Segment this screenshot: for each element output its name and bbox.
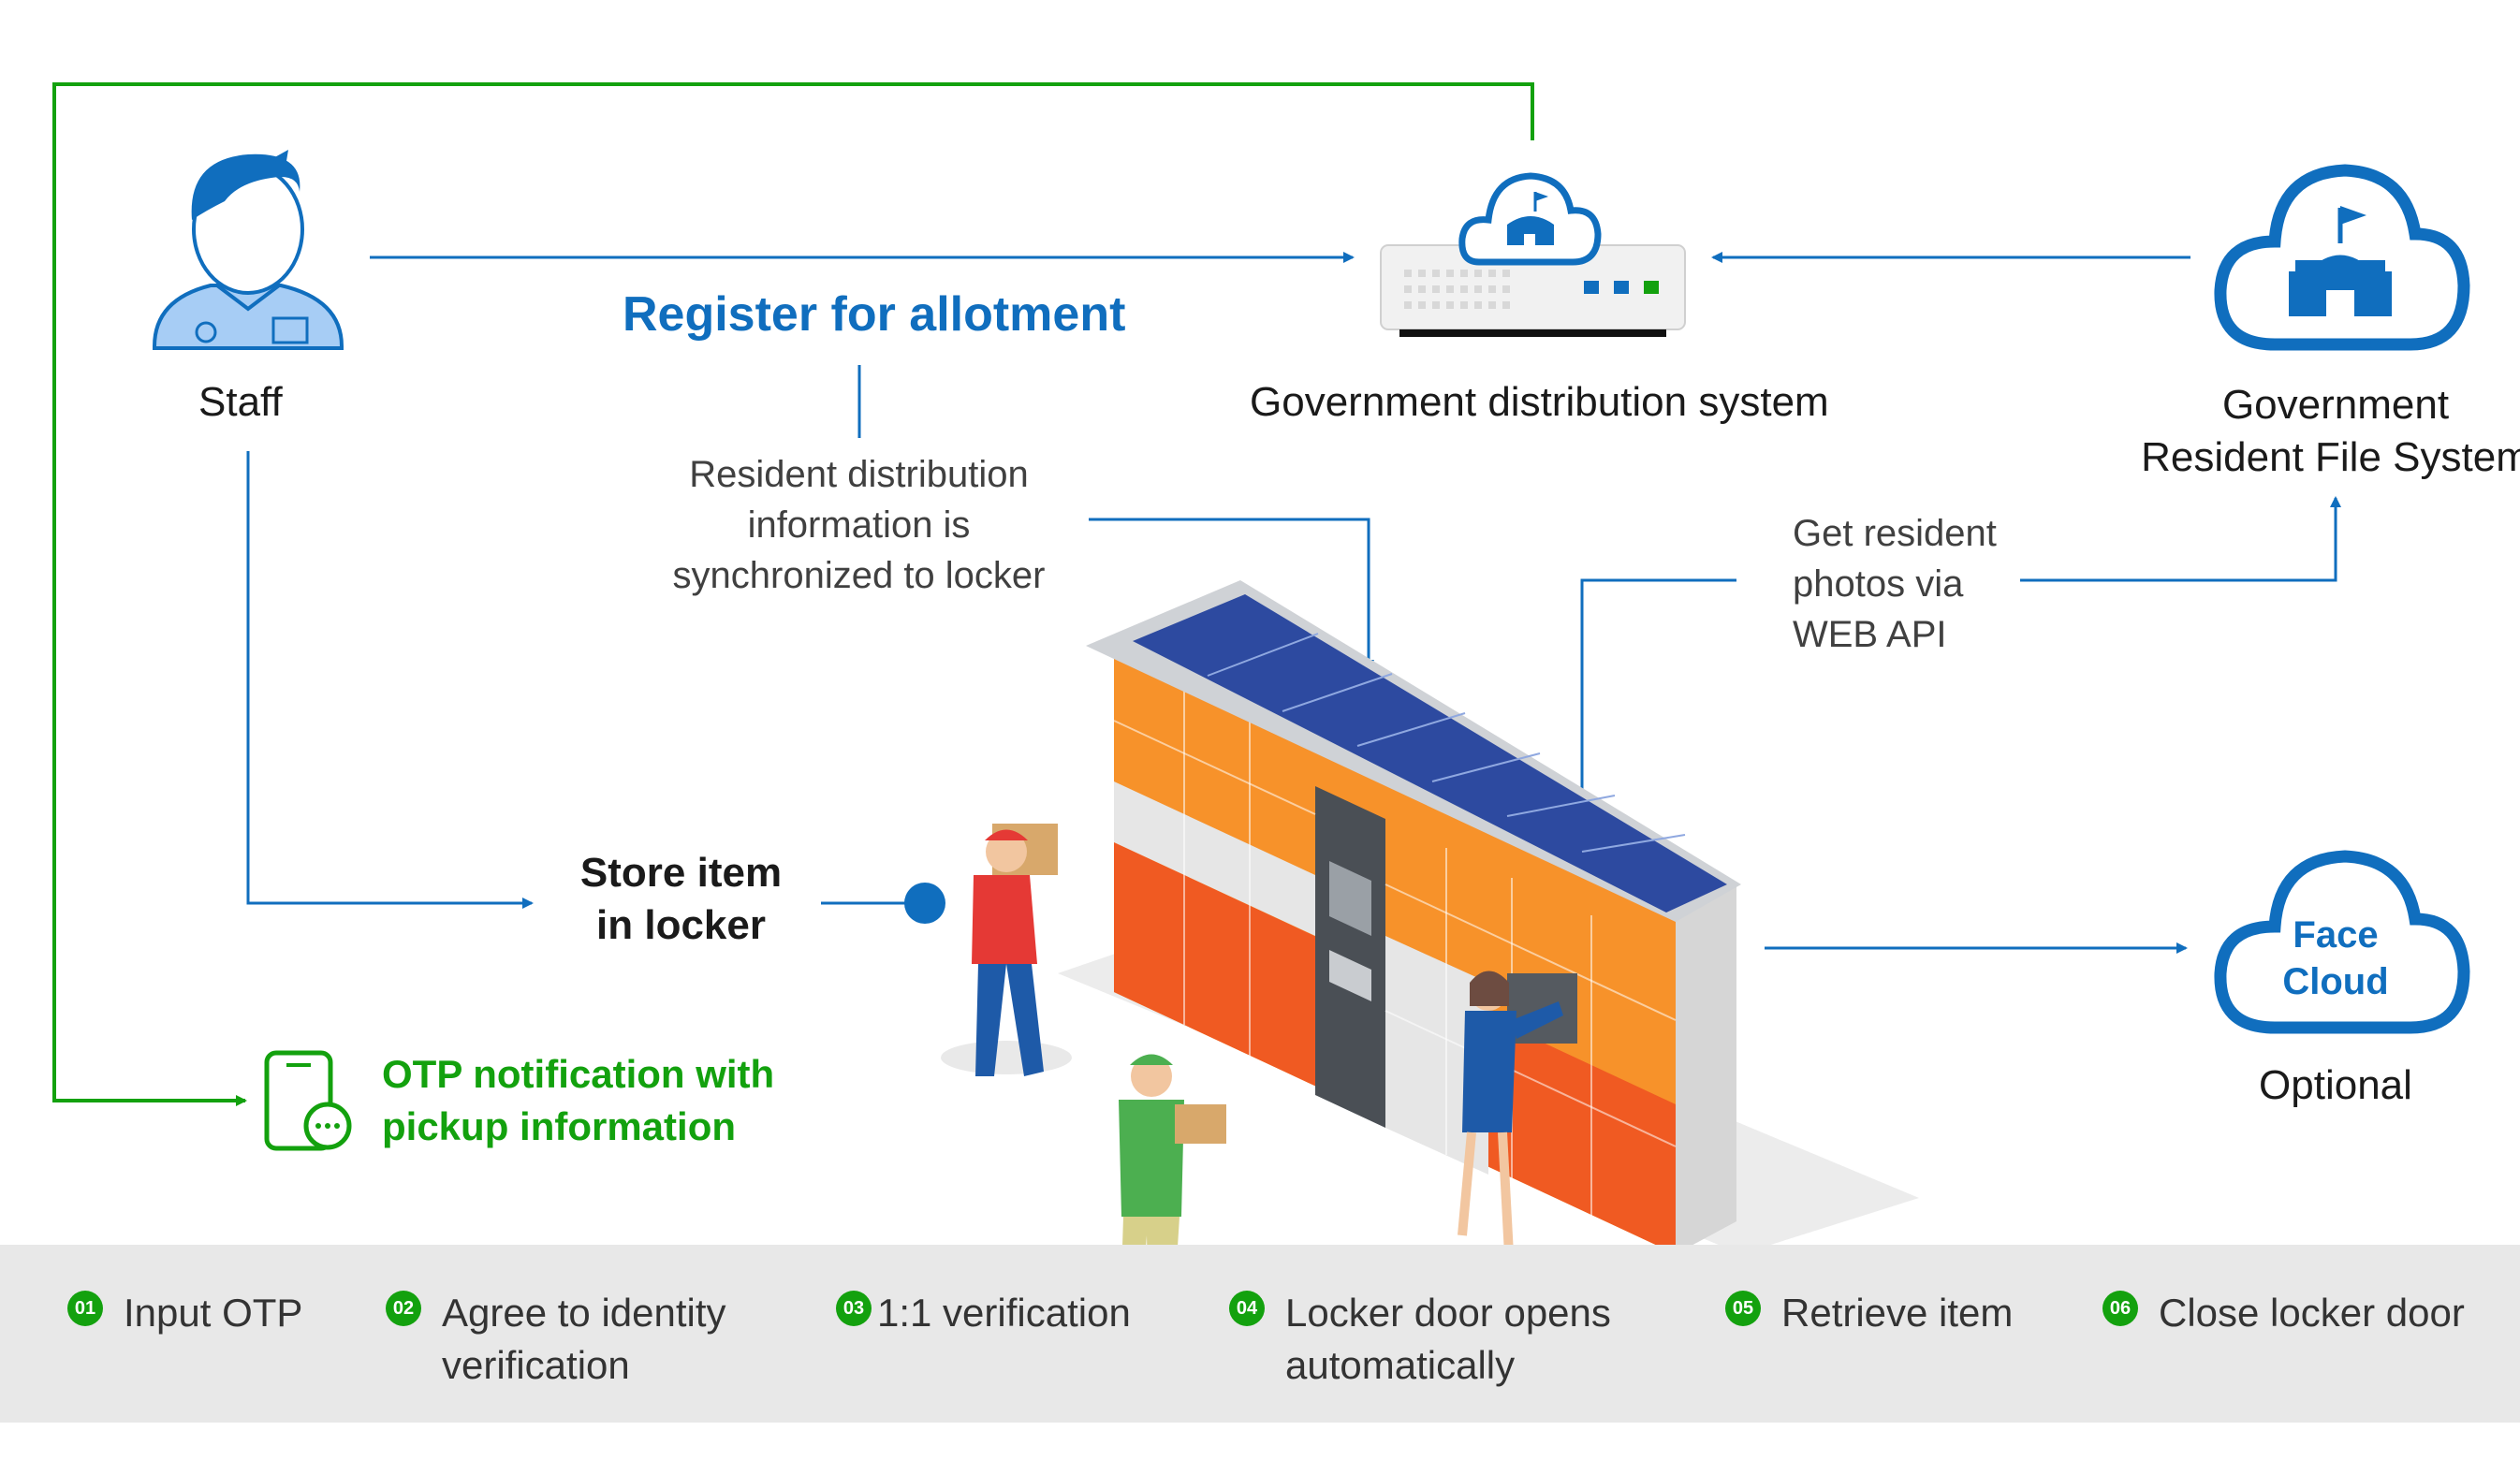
store-connector-dot (904, 883, 945, 924)
step-5: 05 Retrieve item (1725, 1287, 2013, 1339)
otp-line2: pickup information (382, 1104, 736, 1148)
register-title: Register for allotment (623, 287, 1126, 342)
store-line1: Store item (579, 850, 783, 896)
store-item-label: Store item in locker (552, 847, 810, 952)
photos-line1: Get resident (1793, 513, 1997, 554)
gov-resident-line1: Government (2221, 382, 2450, 428)
photos-line3: WEB API (1793, 614, 1947, 655)
otp-flow-line (52, 82, 1534, 1106)
gov-resident-label: Government Resident File System (2134, 379, 2520, 484)
face-cloud-label-line1: Face (2293, 914, 2378, 956)
steps-bar (0, 1245, 2520, 1423)
photos-arrow (2020, 496, 2341, 582)
step-1: 01 Input OTP (67, 1287, 302, 1339)
solar-locker-illustration (941, 580, 1919, 1391)
face-cloud-label-line2: Cloud (2282, 961, 2388, 1002)
step-4: 04 Locker door opens automatically (1229, 1287, 1611, 1392)
step-2: 02 Agree to identity verification (386, 1287, 726, 1392)
staff-to-store-arrow (246, 451, 534, 909)
face-cloud-icon (2214, 850, 2470, 1034)
staff-avatar-icon (153, 150, 344, 350)
store-line2: in locker (596, 902, 766, 948)
sync-line3: synchronized to locker (672, 555, 1046, 596)
server-icon (1380, 172, 1686, 337)
step-2-number: 02 (386, 1291, 421, 1326)
sync-description: Resident distribution information is syn… (637, 449, 1081, 601)
step-3-text: 1:1 verification (877, 1291, 1131, 1335)
step-4-text: Locker door opens automatically (1285, 1291, 1611, 1387)
sync-line1: Resident distribution (689, 454, 1029, 495)
staff-label: Staff (198, 379, 283, 425)
sync-line2: information is (747, 504, 971, 546)
photos-line-left (1580, 578, 1736, 791)
step-1-text: Input OTP (124, 1291, 303, 1335)
optional-label: Optional (2259, 1062, 2412, 1108)
step-3: 03 1:1 verification (836, 1287, 1131, 1339)
photos-description: Get resident photos via WEB API (1793, 508, 1997, 660)
otp-line1: OTP notification with (382, 1052, 775, 1096)
gov-distribution-label: Government distribution system (1250, 379, 1829, 425)
step-6: 06 Close locker door (2102, 1287, 2465, 1339)
sync-arrow (1089, 518, 1374, 671)
step-3-number: 03 (836, 1291, 872, 1326)
step-5-text: Retrieve item (1781, 1291, 2014, 1335)
step-6-text: Close locker door (2159, 1291, 2465, 1335)
step-6-number: 06 (2102, 1291, 2138, 1326)
otp-notification-label: OTP notification with pickup information (382, 1048, 774, 1153)
step-1-number: 01 (67, 1291, 103, 1326)
phone-message-icon (264, 1050, 352, 1151)
government-cloud-icon (2214, 164, 2470, 351)
step-5-number: 05 (1725, 1291, 1761, 1326)
step-4-number: 04 (1229, 1291, 1265, 1326)
gov-resident-line2: Resident File System (2141, 434, 2520, 480)
step-2-text: Agree to identity verification (442, 1291, 726, 1387)
photos-line2: photos via (1793, 563, 1964, 605)
